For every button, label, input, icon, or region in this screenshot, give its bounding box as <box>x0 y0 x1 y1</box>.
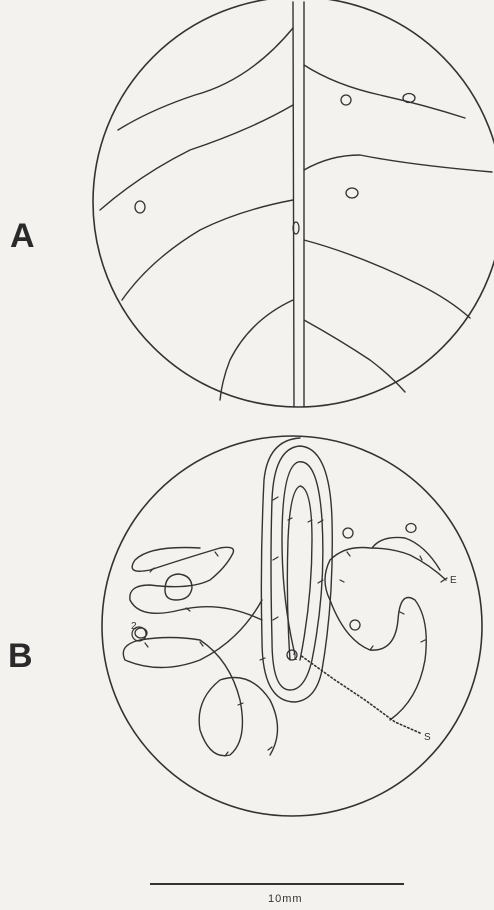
vein-right-3 <box>304 240 470 318</box>
marker-2-label: 2 <box>131 621 137 632</box>
vein-right-4 <box>304 320 405 392</box>
scale-bar: 10mm <box>150 884 404 905</box>
track-left-upper <box>130 547 262 620</box>
vein-left-1 <box>118 28 293 130</box>
midrib-left-edge <box>293 2 294 407</box>
spot-b2 <box>406 524 416 533</box>
panel-b-label: B <box>8 637 33 675</box>
vein-left-2 <box>100 105 293 210</box>
marker-1-label: 1 <box>292 652 298 663</box>
panel-a: A <box>10 0 494 407</box>
panel-b: B 1 <box>8 436 482 816</box>
spot-b3 <box>350 620 360 630</box>
walking-track <box>123 438 446 756</box>
track-right-lower <box>330 598 426 721</box>
spot-a3 <box>346 188 358 198</box>
vein-left-4 <box>220 300 293 400</box>
vein-right-1 <box>304 65 465 118</box>
track-direction-ticks <box>145 497 425 756</box>
start-marker-label: S <box>424 732 431 743</box>
end-marker-label: E <box>450 575 457 586</box>
panel-b-spots <box>135 524 416 661</box>
leaf-venation <box>100 2 492 407</box>
track-right-upper <box>325 548 446 601</box>
vein-right-2 <box>304 155 492 172</box>
spot-a4 <box>135 201 145 213</box>
track-left-lower <box>123 600 277 756</box>
vein-left-3 <box>122 200 293 300</box>
spot-b1 <box>343 528 353 538</box>
spot-a1 <box>341 95 351 105</box>
panel-a-label: A <box>10 217 35 255</box>
track-start-dotted <box>300 655 420 733</box>
scale-bar-label: 10mm <box>268 893 303 905</box>
spot-a2 <box>403 94 415 103</box>
